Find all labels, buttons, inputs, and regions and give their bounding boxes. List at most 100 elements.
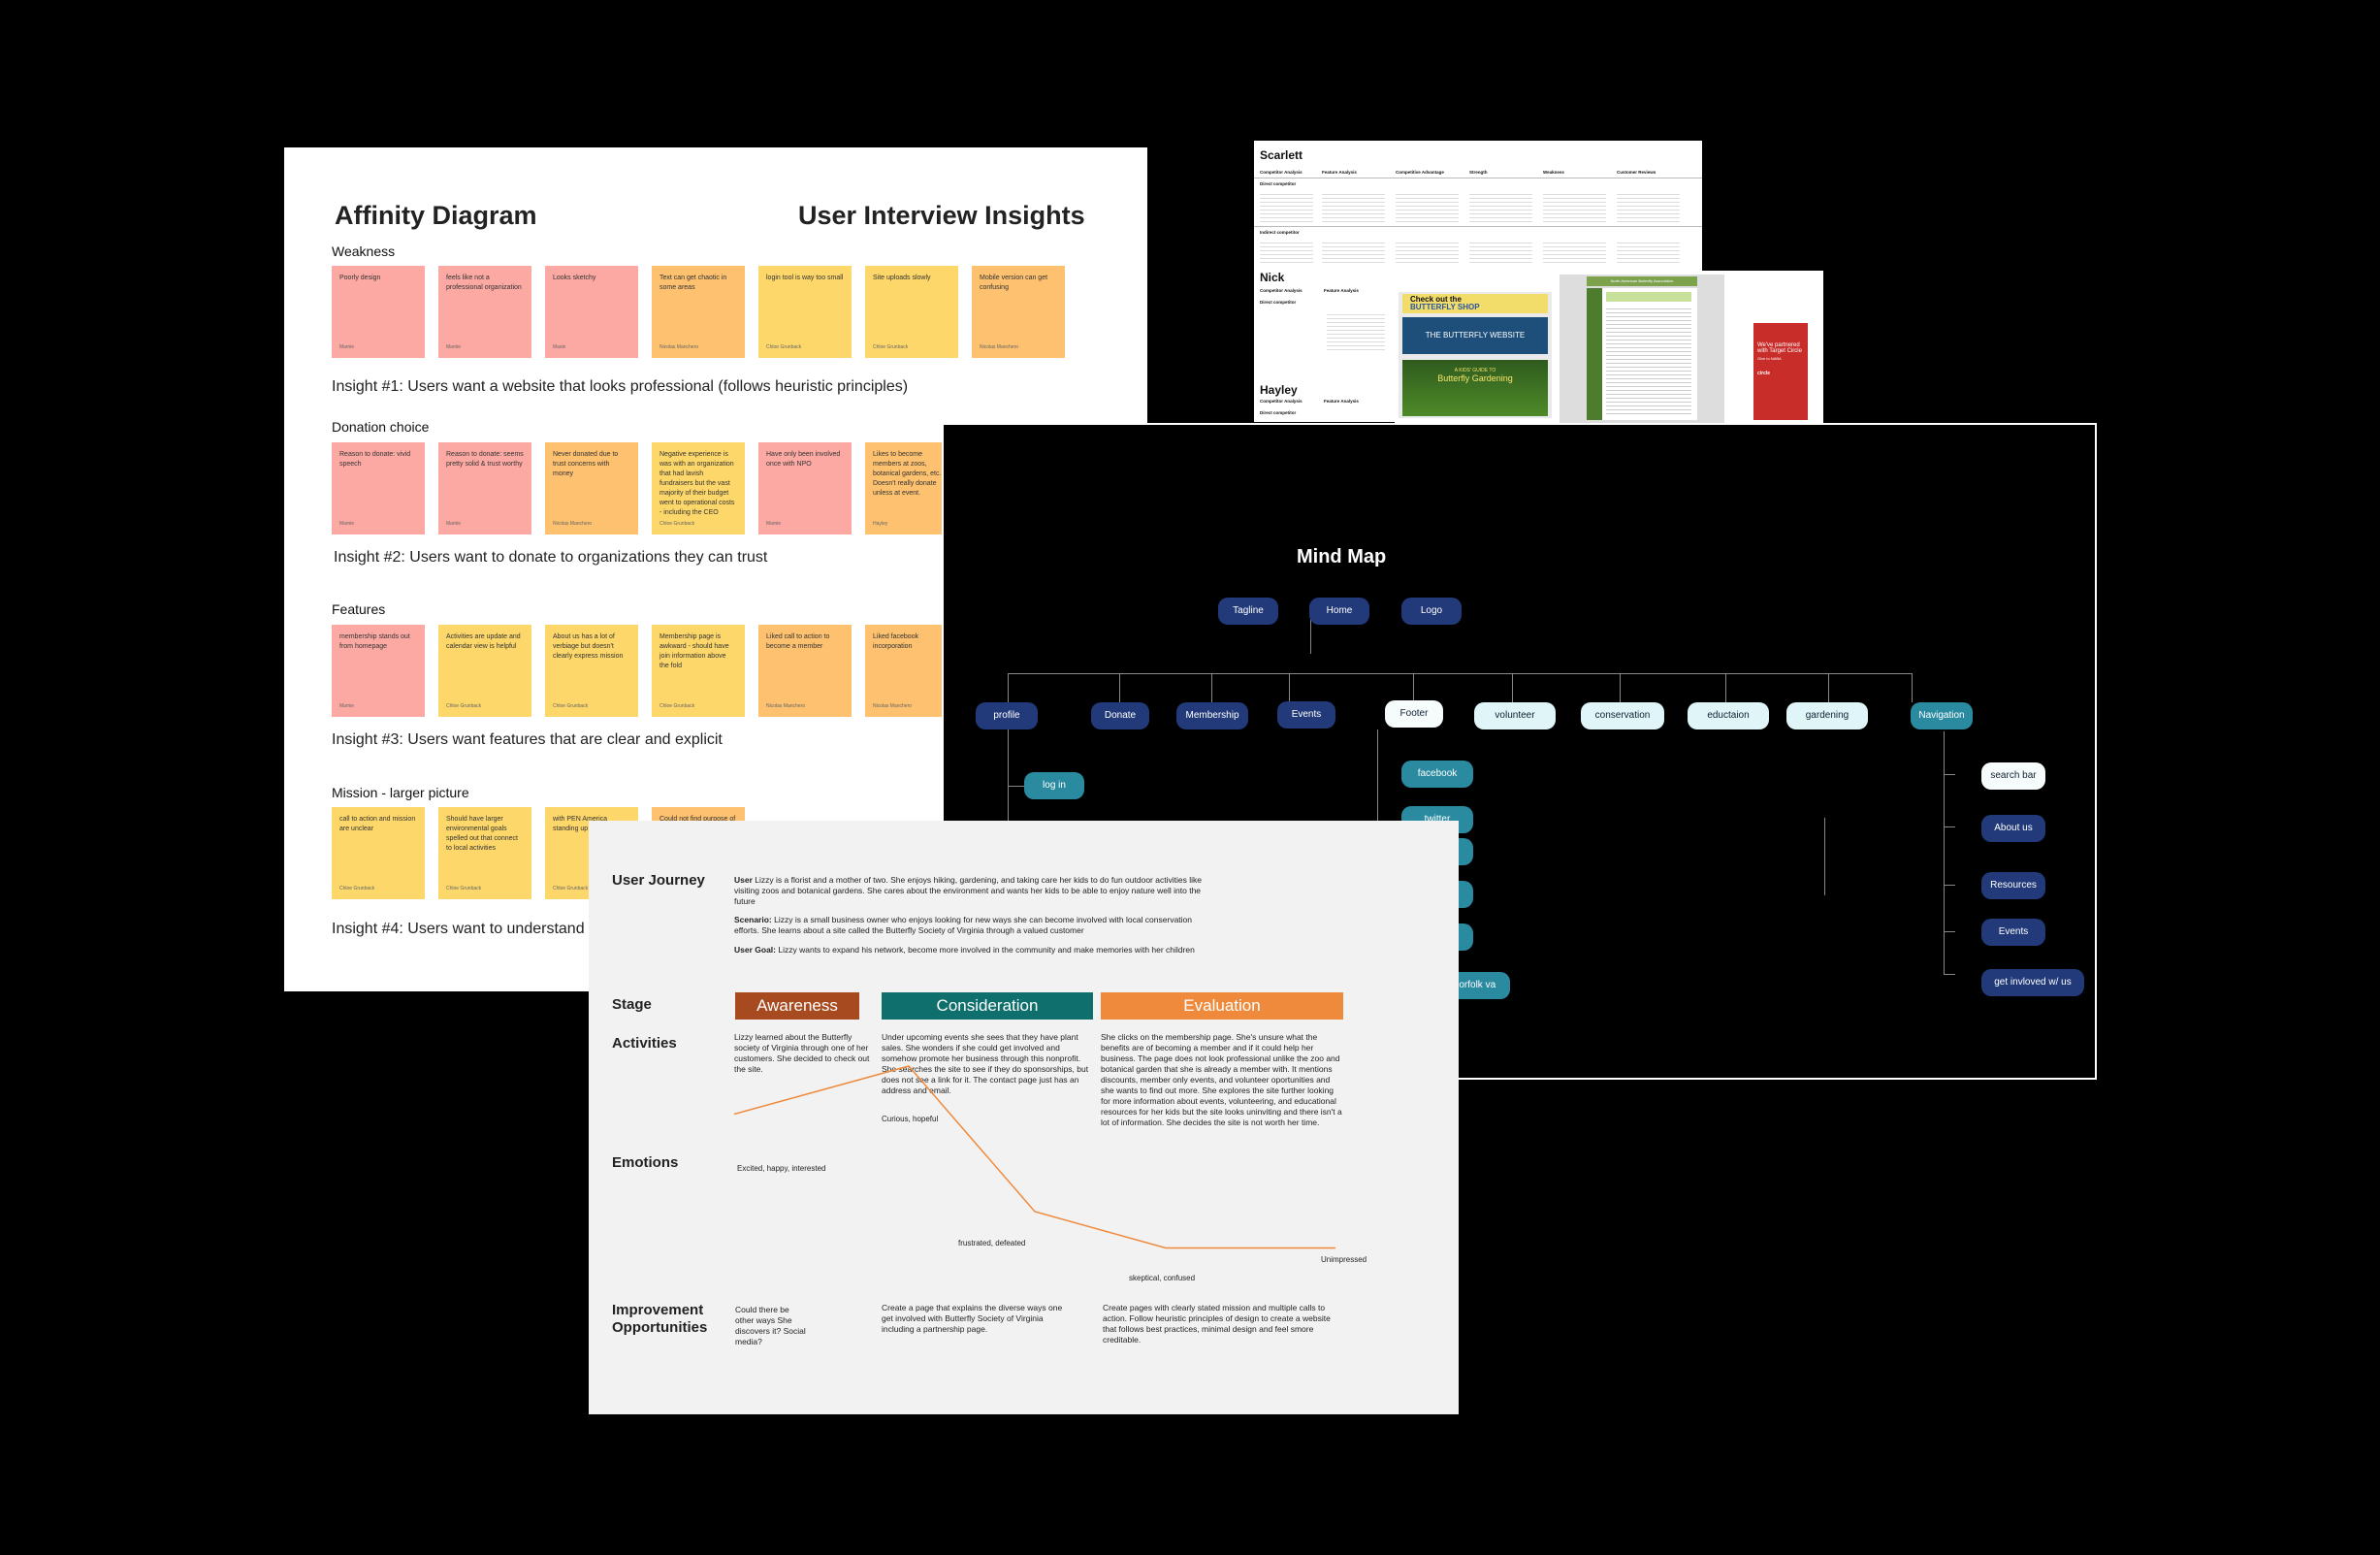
sticky-note[interactable]: Membership page is awkward - should have… bbox=[652, 625, 745, 717]
emotion-label: frustrated, defeated bbox=[958, 1239, 1026, 1247]
mindmap-node-donate[interactable]: Donate bbox=[1091, 702, 1149, 729]
improvement-consideration: Create a page that explains the diverse … bbox=[882, 1303, 1063, 1334]
sticky-note-text: Poorly design bbox=[339, 275, 381, 281]
mindmap-node-logo[interactable]: Logo bbox=[1401, 598, 1462, 625]
sticky-note[interactable]: Reason to donate: seems pretty solid & t… bbox=[438, 442, 531, 535]
sticky-note-text: Likes to become members at zoos, botanic… bbox=[873, 451, 942, 497]
section-label: Donation choice bbox=[332, 419, 430, 435]
sticky-note-text: call to action and mission are unclear bbox=[339, 816, 416, 832]
sticky-note-text: membership stands out from homepage bbox=[339, 633, 410, 650]
mindmap-node-aboutus[interactable]: About us bbox=[1981, 815, 2045, 842]
mindmap-node-tagline[interactable]: Tagline bbox=[1218, 598, 1278, 625]
website-screenshots[interactable]: Check out the BUTTERFLY SHOP THE BUTTERF… bbox=[1395, 271, 1823, 423]
section-label: Mission - larger picture bbox=[332, 785, 469, 800]
mindmap-node-conservation[interactable]: conservation bbox=[1581, 702, 1664, 729]
sticky-note-text: Text can get chaotic in some areas bbox=[659, 275, 727, 291]
mindmap-node-nav-events[interactable]: Events bbox=[1981, 919, 2045, 946]
mindmap-node-events[interactable]: Events bbox=[1277, 701, 1335, 729]
sticky-note-text: Activities are update and calendar view … bbox=[446, 633, 521, 650]
mindmap-node-navigation[interactable]: Navigation bbox=[1911, 702, 1973, 729]
mindmap-node-membership[interactable]: Membership bbox=[1176, 702, 1248, 729]
emotion-curve-line bbox=[733, 1065, 1335, 1249]
column-header: Customer Reviews bbox=[1617, 170, 1656, 175]
sticky-note[interactable]: About us has a lot of verbiage but doesn… bbox=[545, 625, 638, 717]
sticky-note-text: Membership page is awkward - should have… bbox=[659, 633, 729, 669]
mindmap-node-get-involved[interactable]: get invloved w/ us bbox=[1981, 969, 2084, 996]
insight-4: Insight #4: Users want to understand bbox=[332, 921, 585, 937]
mindmap-node-volunteer[interactable]: volunteer bbox=[1474, 702, 1556, 729]
sticky-note[interactable]: Never donated due to trust concerns with… bbox=[545, 442, 638, 535]
sticky-note-author: Mamie bbox=[339, 521, 355, 527]
naba-website-shot: North American Butterfly Association bbox=[1560, 275, 1724, 423]
sticky-note-text: Should have larger environmental goals s… bbox=[446, 816, 518, 852]
butterfly-logo: THE BUTTERFLY WEBSITE bbox=[1402, 317, 1548, 354]
mindmap-node-home[interactable]: Home bbox=[1309, 598, 1369, 625]
sticky-note-author: Hayley bbox=[873, 521, 888, 527]
ad-brand: circle bbox=[1757, 371, 1771, 376]
sticky-note-author: Mamie bbox=[339, 703, 355, 709]
journey-scenario: Scenario: Lizzy is a small business owne… bbox=[734, 915, 1209, 936]
mindmap-node-gardening[interactable]: gardening bbox=[1786, 702, 1868, 729]
improvement-awareness: Could there be other ways She discovers … bbox=[735, 1305, 806, 1346]
mindmap-node-profile[interactable]: profile bbox=[976, 702, 1038, 729]
journey-goal: User Goal: Lizzy wants to expand his net… bbox=[734, 945, 1209, 956]
mindmap-node-resources[interactable]: Resources bbox=[1981, 872, 2045, 899]
row-label: Direct competitor bbox=[1260, 300, 1297, 305]
garden-title: Butterfly Gardening bbox=[1437, 373, 1513, 383]
row-label: Direct competitor bbox=[1260, 410, 1297, 415]
sticky-note-text: Never donated due to trust concerns with… bbox=[553, 451, 619, 477]
mindmap-node-login[interactable]: log in bbox=[1024, 772, 1084, 799]
sticky-note-text: Site uploads slowly bbox=[873, 275, 931, 281]
emotion-label: Excited, happy, interested bbox=[737, 1164, 826, 1173]
sticky-note-author: Chloe Grunback bbox=[659, 521, 695, 527]
stage-evaluation: Evaluation bbox=[1101, 992, 1343, 1020]
sticky-note-author: Chloe Grunback bbox=[659, 703, 695, 709]
section-label: Features bbox=[332, 601, 386, 617]
sticky-note-author: Nicolas Manchero bbox=[873, 703, 913, 709]
sticky-note[interactable]: feels like not a professional organizati… bbox=[438, 266, 531, 358]
garden-pretitle: A KIDS' GUIDE TO bbox=[1454, 368, 1496, 373]
mindmap-node-facebook[interactable]: facebook bbox=[1401, 761, 1473, 788]
activity-evaluation: She clicks on the membership page. She's… bbox=[1101, 1032, 1342, 1127]
mindmap-title: Mind Map bbox=[1297, 546, 1387, 567]
row-label: Feature Analysis bbox=[1324, 288, 1359, 293]
sticky-note-author: Nicolas Manchero bbox=[553, 521, 593, 527]
sticky-note-author: Chloe Grunback bbox=[766, 344, 802, 350]
sticky-note-author: Chloe Grunback bbox=[553, 703, 589, 709]
improvement-evaluation: Create pages with clearly stated mission… bbox=[1103, 1303, 1331, 1344]
scenario-text: Lizzy is a small business owner who enjo… bbox=[734, 915, 1193, 935]
person-hayley: Hayley bbox=[1260, 383, 1298, 397]
mindmap-node-footer[interactable]: Footer bbox=[1385, 700, 1443, 728]
row-label-improvements: Improvement Opportunities bbox=[612, 1302, 708, 1336]
emotion-label: Curious, hopeful bbox=[882, 1115, 939, 1123]
affinity-title: Affinity Diagram bbox=[335, 201, 537, 230]
activity-consideration: Under upcoming events she sees that they… bbox=[882, 1032, 1089, 1095]
banner-sub: BUTTERFLY SHOP bbox=[1410, 303, 1480, 311]
mindmap-node-education[interactable]: eductaion bbox=[1688, 702, 1769, 729]
sticky-note[interactable]: Negative experience is was with an organ… bbox=[652, 442, 745, 535]
ad-text: We've partnered with Target Circle bbox=[1757, 342, 1802, 354]
sticky-note[interactable]: Should have larger environmental goals s… bbox=[438, 807, 531, 899]
user-text: Lizzy is a florist and a mother of two. … bbox=[734, 875, 1202, 906]
user-journey-board[interactable]: User Journey User Lizzy is a florist and… bbox=[589, 821, 1459, 1414]
column-header: Feature Analysis bbox=[1322, 170, 1357, 175]
sticky-note-author: Chloe Grunback bbox=[873, 344, 909, 350]
mindmap-node-searchbar[interactable]: search bar bbox=[1981, 762, 2045, 790]
banner-title: Check out the bbox=[1410, 295, 1462, 304]
insight-1: Insight #1: Users want a website that lo… bbox=[332, 378, 909, 395]
sticky-note[interactable]: Activities are update and calendar view … bbox=[438, 625, 531, 717]
person-scarlett: Scarlett bbox=[1260, 148, 1303, 162]
column-header: Competitive Advantage bbox=[1396, 170, 1444, 175]
sticky-note-author: Nicolas Manchero bbox=[980, 344, 1019, 350]
